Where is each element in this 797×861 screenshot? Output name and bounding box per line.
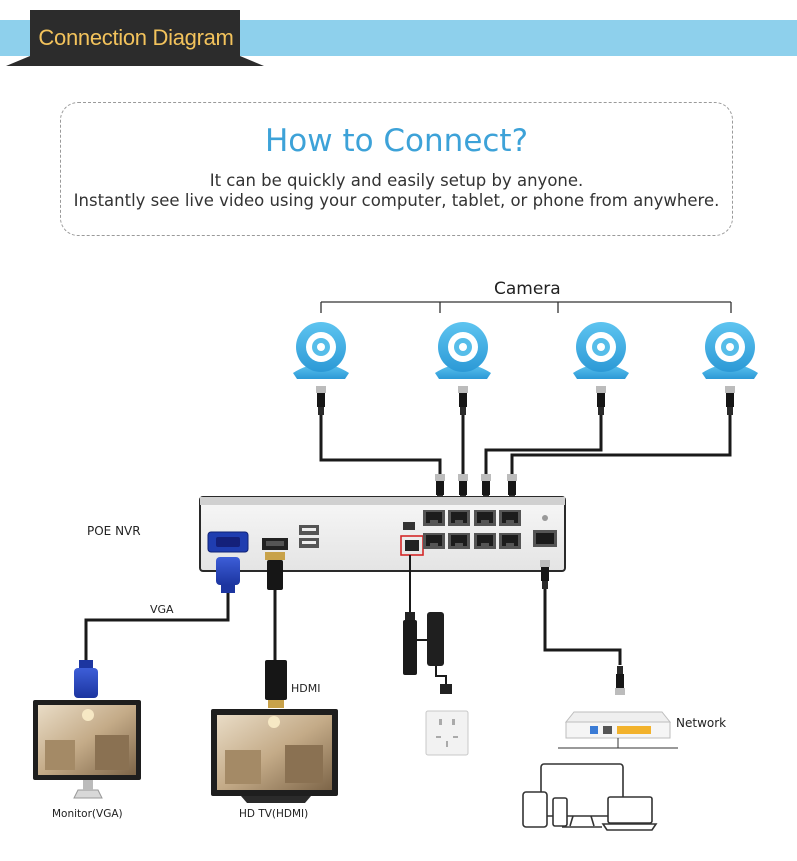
network-cable [543,589,622,665]
monitor-label: Monitor(VGA) [52,808,123,820]
intro-line-1: It can be quickly and easily setup by an… [209,171,584,190]
page-title: Connection Diagram [38,25,234,50]
network-label: Network [676,716,727,730]
nvr-device-icon [199,496,566,572]
computer-icon [540,763,624,828]
hdmi-connector-icon [265,660,287,708]
hdmi-connector-icon [265,552,285,590]
vga-cable [84,593,230,660]
ethernet-cables [319,415,732,474]
router-icon [564,711,672,739]
intro-title: How to Connect? [264,123,529,159]
camera-icon [435,322,491,379]
vga-label: VGA [150,603,174,616]
tablet-icon [522,791,548,828]
camera-icon [702,322,758,379]
hdmi-label: HDMI [291,682,321,695]
camera-icon [293,322,349,379]
intro-line-2: Instantly see live video using your comp… [73,191,720,210]
monitor-icon [33,700,141,799]
camera-icon [573,322,629,379]
camera-label: Camera [494,279,561,299]
vga-connector-icon [216,557,240,593]
vga-connector-icon [74,660,98,698]
intro-box: How to Connect? It can be quickly and ea… [60,102,733,236]
power-adapter-icon [403,555,452,694]
phone-icon [552,797,568,827]
wall-socket-icon [425,710,469,756]
laptop-icon [601,796,658,831]
nvr-label: POE NVR [87,524,141,538]
header-tab [6,10,264,66]
tv-icon [211,709,338,803]
camera-bracket [320,301,732,313]
hdtv-label: HD TV(HDMI) [239,808,309,820]
